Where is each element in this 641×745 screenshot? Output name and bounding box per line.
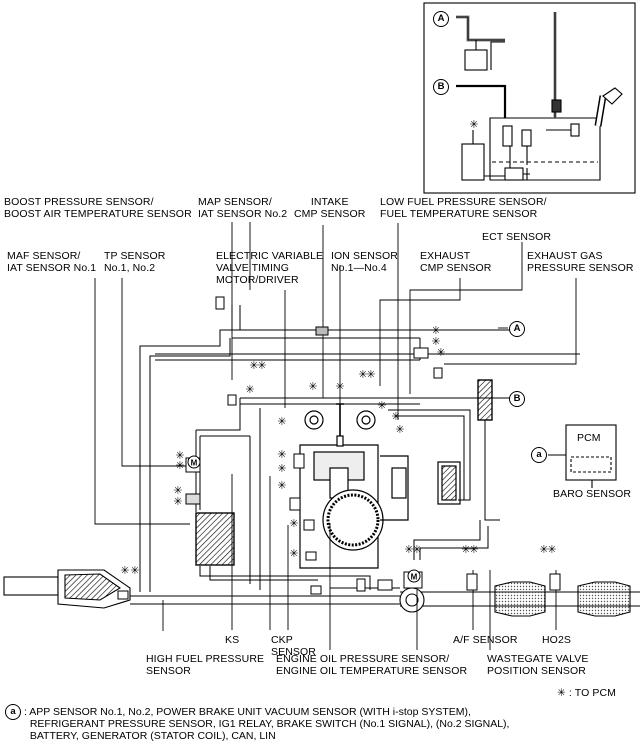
high-fuel-pressure-sensor-label: HIGH FUEL PRESSURE SENSOR <box>146 653 265 677</box>
asterisk: ✳ <box>173 484 182 497</box>
low-fuel-pressure-sensor-label: LOW FUEL PRESSURE SENSOR/ FUEL TEMPERATU… <box>380 196 547 220</box>
motor-label: M <box>191 459 198 468</box>
asterisk: ✳ <box>308 380 317 393</box>
intake-cmp-sensor-label: INTAKE CMP SENSOR <box>294 196 366 220</box>
tp-sensor-label: TP SENSOR No.1, No.2 <box>104 250 166 274</box>
to-pcm-markers: ✳ ✳ ✳ ✳ ✳ ✳ ✳ ✳ ✳ ✳ ✳ ✳ ✳ ✳ ✳ ✳ ✳ ✳ ✳ ✳ … <box>120 118 556 577</box>
map-sensor-label: MAP SENSOR/ IAT SENSOR No.2 <box>198 196 288 220</box>
maf-sensor-label: MAF SENSOR/ IAT SENSOR No.1 <box>7 250 97 274</box>
wastegate-valve-position-sensor-label: WASTEGATE VALVE POSITION SENSOR <box>487 653 589 677</box>
asterisk: ✳ <box>404 543 413 556</box>
asterisk: ✳ <box>289 517 298 530</box>
asterisk: ✳ <box>436 346 445 359</box>
ks-label: KS <box>225 634 240 646</box>
engine-block <box>195 379 493 569</box>
connector-marker-a: A <box>509 321 525 337</box>
pcm-label: PCM <box>577 432 601 444</box>
ho2s-label: HO2S <box>542 634 571 646</box>
asterisk: ✳ <box>120 564 129 577</box>
asterisk: ✳ <box>412 543 421 556</box>
pcm-input-marker: a <box>531 447 547 463</box>
asterisk: ✳ <box>469 118 478 131</box>
asterisk: ✳ <box>358 368 367 381</box>
baro-sensor-label: BARO SENSOR <box>553 488 632 500</box>
asterisk: ✳ <box>277 448 286 461</box>
engine-oil-pressure-sensor-label: ENGINE OIL PRESSURE SENSOR/ ENGINE OIL T… <box>276 653 468 677</box>
ect-sensor-label: ECT SENSOR <box>482 231 552 243</box>
ducts <box>3 569 640 617</box>
asterisk: ✳ <box>391 410 400 423</box>
asterisk: ✳ <box>173 495 182 508</box>
asterisk: ✳ <box>289 547 298 560</box>
asterisk: ✳ <box>461 543 470 556</box>
exhaust-cmp-sensor-label: EXHAUST CMP SENSOR <box>420 250 492 274</box>
asterisk: ✳ <box>249 359 258 372</box>
asterisk: ✳ <box>257 359 266 372</box>
ion-sensor-label: ION SENSOR No.1—No.4 <box>331 250 398 274</box>
to-pcm-legend: ✳ : TO PCM <box>557 687 617 699</box>
asterisk: ✳ <box>277 415 286 428</box>
connector-marker-b: B <box>433 79 449 95</box>
footnote-marker: a <box>5 704 21 720</box>
af-sensor-label: A/F SENSOR <box>453 634 518 646</box>
asterisk: ✳ <box>366 368 375 381</box>
asterisk: ✳ <box>175 459 184 472</box>
ckp-sensor-label: CKP SENSOR <box>271 634 316 658</box>
asterisk: ✳ <box>431 324 440 337</box>
connector-marker-b: B <box>509 391 525 407</box>
asterisk: ✳ <box>539 543 548 556</box>
evvt-motor-label: ELECTRIC VARIABLE VALVE TIMING MOTOR/DRI… <box>216 250 324 286</box>
asterisk: ✳ <box>547 543 556 556</box>
motor-symbols: M M <box>187 455 421 583</box>
footnote-text: : APP SENSOR No.1, No.2, POWER BRAKE UNI… <box>24 706 510 742</box>
asterisk: ✳ <box>277 462 286 475</box>
motor-label: M <box>411 573 418 582</box>
fuel-tank-inset <box>423 2 636 194</box>
asterisk: ✳ <box>130 564 139 577</box>
pcm-box <box>548 424 617 488</box>
sensor-bodies <box>117 296 561 600</box>
exhaust-gas-pressure-sensor-label: EXHAUST GAS PRESSURE SENSOR <box>527 250 634 274</box>
asterisk: ✳ <box>277 479 286 492</box>
asterisk: ✳ <box>245 383 254 396</box>
asterisk: ✳ <box>469 543 478 556</box>
asterisk: ✳ <box>431 335 440 348</box>
asterisk: ✳ <box>395 423 404 436</box>
asterisk: ✳ <box>175 449 184 462</box>
connector-marker-a: A <box>433 11 449 27</box>
boost-pressure-sensor-label: BOOST PRESSURE SENSOR/ BOOST AIR TEMPERA… <box>4 196 192 220</box>
asterisk: ✳ <box>335 380 344 393</box>
asterisk: ✳ <box>377 399 386 412</box>
